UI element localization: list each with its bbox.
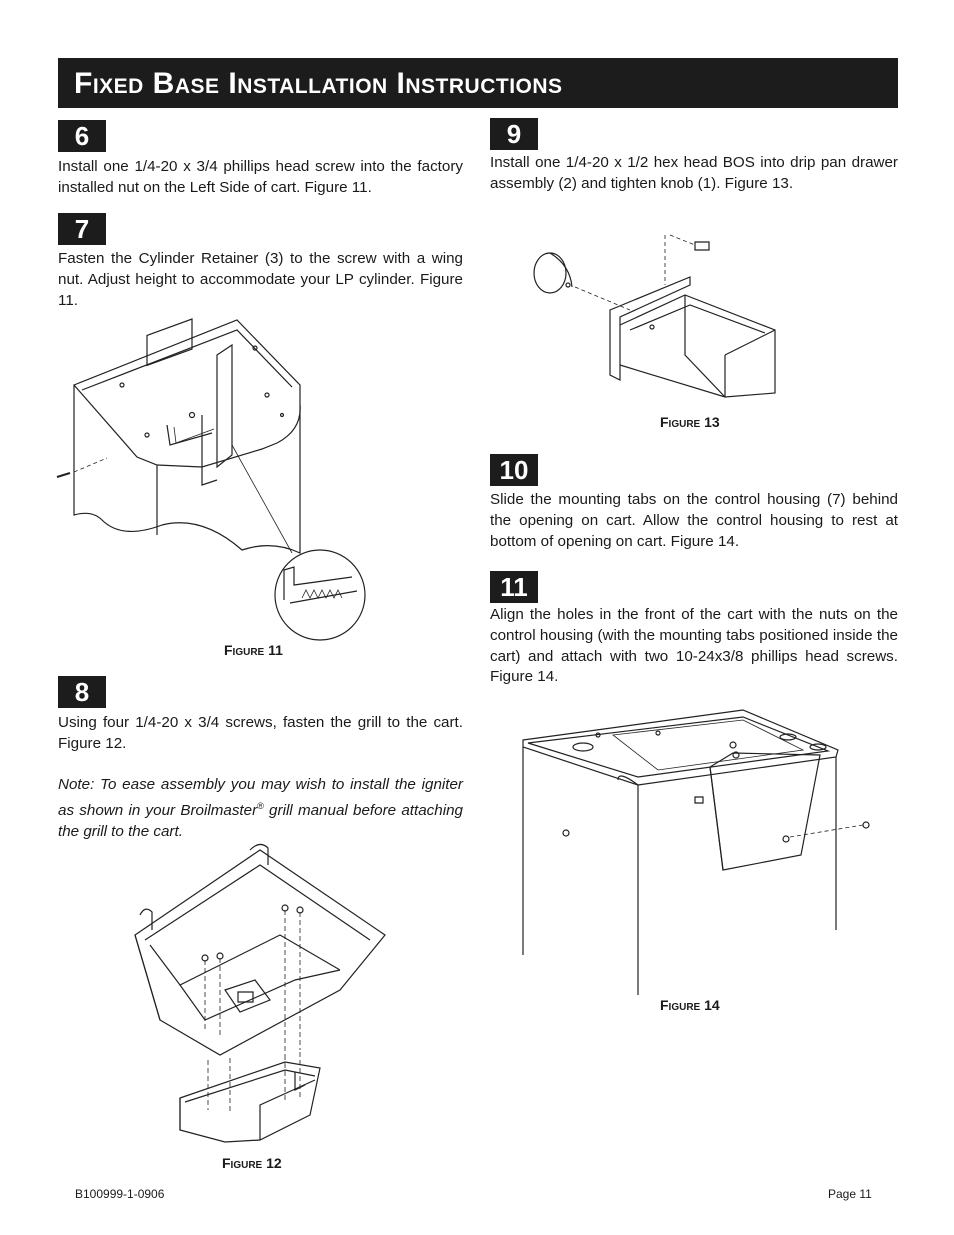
step-8-badge: 8: [58, 676, 106, 708]
step-8-text: Using four 1/4-20 x 3/4 screws, fasten t…: [58, 714, 463, 752]
step-9-badge: 9: [490, 118, 538, 150]
step-11-text: Align the holes in the front of the cart…: [490, 606, 898, 686]
note-text-start: Note: To ease assembly you may wish to i…: [58, 776, 463, 819]
step-11-badge: 11: [490, 571, 538, 603]
figure-12-caption: Figure 12: [222, 1155, 282, 1171]
figure-13-illustration: [530, 225, 800, 405]
figure-14-illustration: [518, 705, 878, 995]
note-text-end: grill manual before attaching the grill …: [58, 801, 463, 840]
step-10-badge: 10: [490, 454, 538, 486]
page-title: Fixed Base Installation Instructions: [58, 58, 898, 108]
figure-13-caption: Figure 13: [660, 414, 720, 430]
registered-mark: ®: [257, 800, 264, 811]
figure-12-illustration: [130, 840, 390, 1155]
step-10-text: Slide the mounting tabs on the control h…: [490, 491, 898, 550]
figure-11-illustration: [52, 315, 382, 645]
figure-11-caption: Figure 11: [224, 642, 283, 658]
page-number: Page 11: [828, 1187, 872, 1201]
step-6-text: Install one 1/4-20 x 3/4 phillips head s…: [58, 158, 463, 196]
step-7-text: Fasten the Cylinder Retainer (3) to the …: [58, 250, 463, 309]
step-9-text: Install one 1/4-20 x 1/2 hex head BOS in…: [490, 154, 898, 192]
document-code: B100999-1-0906: [75, 1187, 165, 1201]
step-6-badge: 6: [58, 120, 106, 152]
assembly-note: Note: To ease assembly you may wish to i…: [58, 775, 463, 842]
figure-14-caption: Figure 14: [660, 997, 720, 1013]
step-7-badge: 7: [58, 213, 106, 245]
